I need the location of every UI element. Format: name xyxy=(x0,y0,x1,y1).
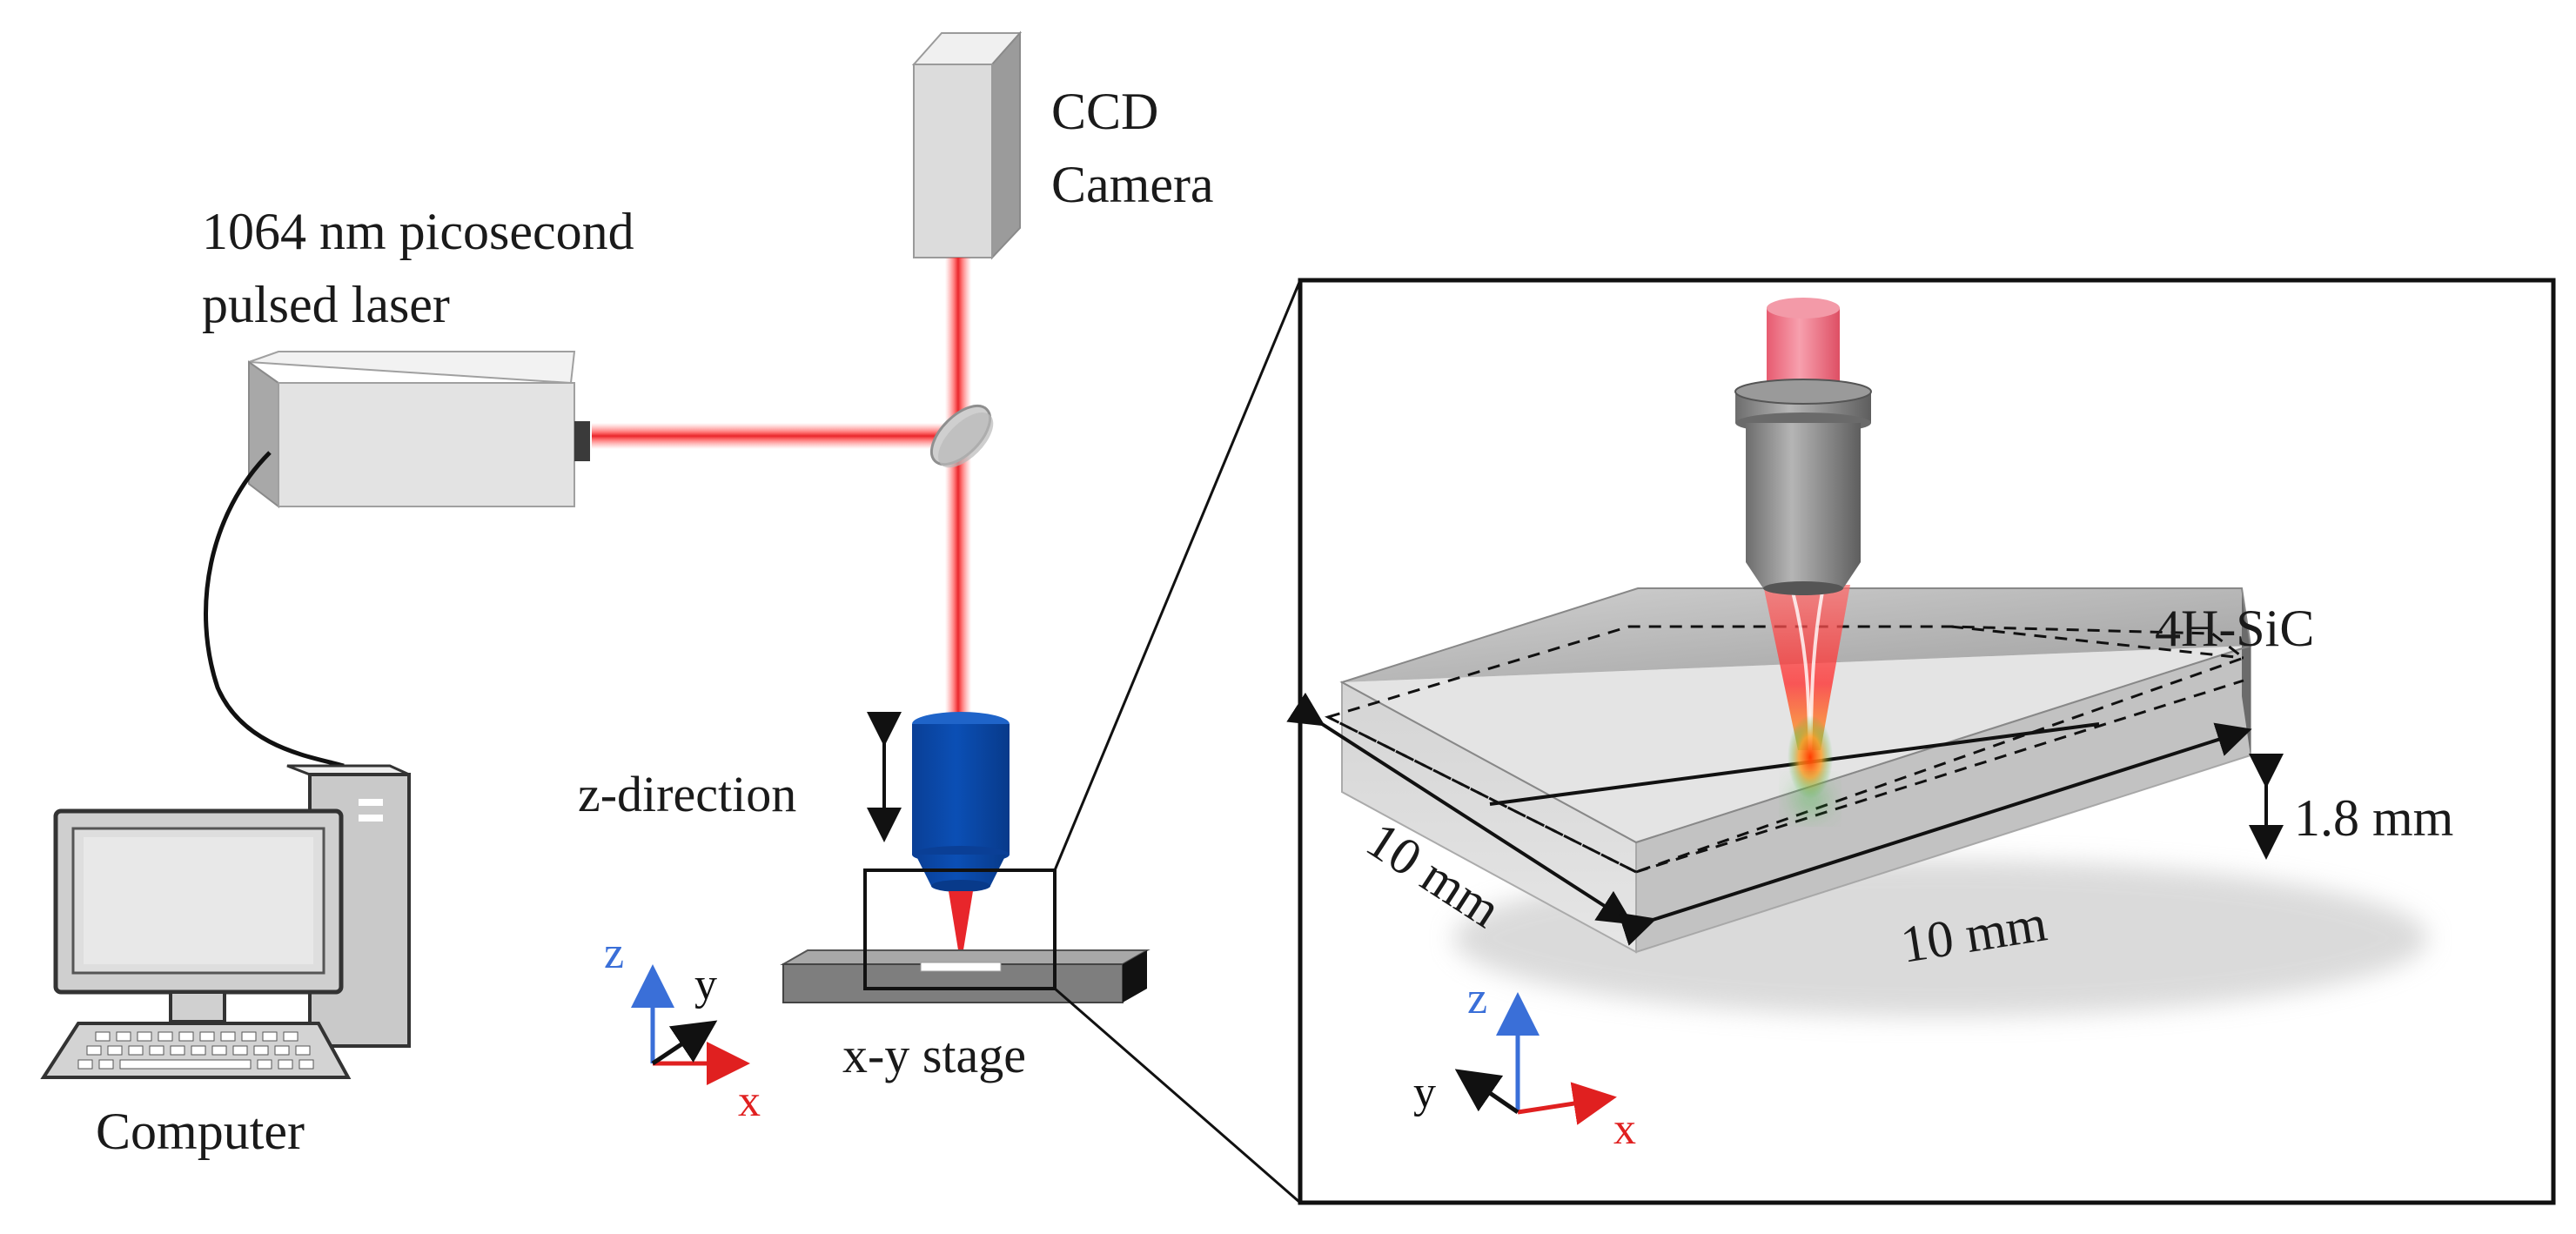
coordinate-axes-left: z y x xyxy=(604,929,761,1126)
computer-label: Computer xyxy=(96,1103,305,1160)
picosecond-laser-icon xyxy=(248,351,590,509)
zoom-connector-top xyxy=(1053,279,1302,871)
camera-label-line1: CCD xyxy=(1051,83,1158,140)
beam-splitter-mirror-icon xyxy=(929,404,994,468)
computer-icon xyxy=(40,764,411,1079)
length-arrow xyxy=(1618,722,2252,946)
width-arrow xyxy=(1286,692,1633,925)
laser-beam-vertical xyxy=(945,258,971,717)
laser-label-line1: 1064 nm picosecond xyxy=(202,203,634,260)
coordinate-axes-inset: z y x xyxy=(1413,974,1636,1154)
focusing-objective-icon xyxy=(1734,298,1872,595)
laser-label-line2: pulsed laser xyxy=(202,276,450,333)
axis-inset-y: y xyxy=(1413,1068,1436,1117)
axis-inset-x: x xyxy=(1613,1104,1636,1154)
objective-lens-icon xyxy=(912,712,1010,966)
axis-inset-z: z xyxy=(1467,974,1487,1023)
z-direction-label: z-direction xyxy=(578,766,796,822)
zoom-connector-bottom xyxy=(1054,987,1301,1204)
inset-content xyxy=(1286,298,2428,1016)
laser-beam-horizontal xyxy=(592,423,957,449)
zoom-region-box xyxy=(863,868,1057,990)
camera-label-line2: Camera xyxy=(1051,156,1214,213)
thickness-label: 1.8 mm xyxy=(2294,789,2453,847)
axis-left-y: y xyxy=(694,960,717,1009)
stage-label: x-y stage xyxy=(842,1027,1026,1083)
material-label: 4H-SiC xyxy=(2155,600,2314,657)
axis-left-x: x xyxy=(738,1076,761,1126)
xy-stage-icon xyxy=(780,949,1150,1003)
ccd-camera-icon xyxy=(911,30,1023,260)
laser-to-computer-cable xyxy=(204,451,345,768)
axis-left-z: z xyxy=(604,929,624,978)
